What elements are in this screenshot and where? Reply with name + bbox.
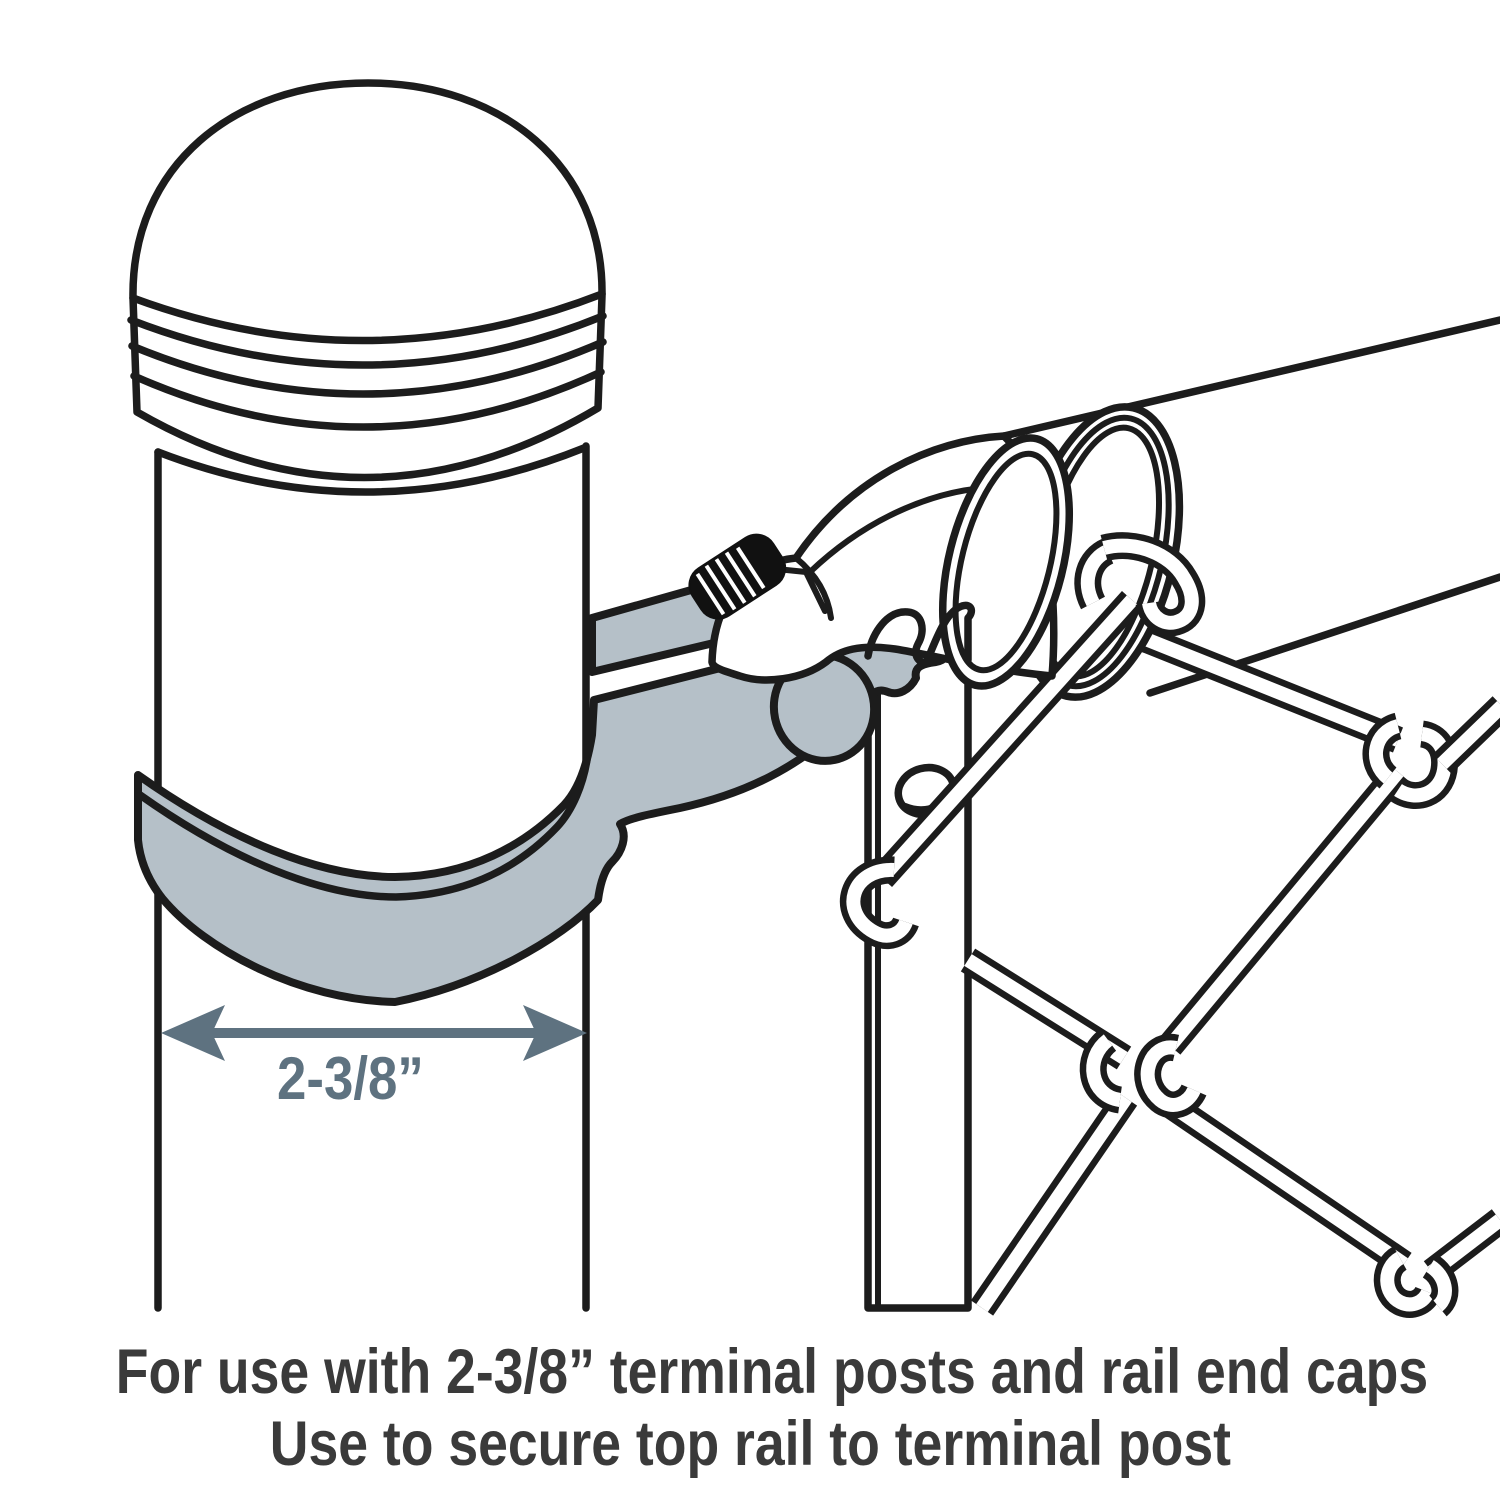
tension-bar-prongs — [864, 601, 976, 667]
caption: For use with 2-3/8” terminal posts and r… — [0, 1336, 1500, 1480]
chain-link-mesh — [839, 532, 1500, 1318]
arrow-head-right — [523, 1005, 587, 1061]
dimension-label-wrap: 2-3/8” — [150, 1044, 550, 1113]
dimension-arrow — [161, 1005, 587, 1061]
cap-ring-3 — [128, 338, 607, 398]
carriage-bolt — [688, 533, 787, 620]
cup-dome-crease — [793, 555, 834, 621]
band-rim-line — [136, 756, 591, 901]
caption-line-1-wrap: For use with 2-3/8” terminal posts and r… — [0, 1336, 1500, 1408]
rail-top-edge — [1000, 316, 1500, 440]
rail-end-wall — [952, 450, 1060, 674]
cap-ring-1 — [129, 290, 606, 345]
arrow-shaft — [210, 1028, 538, 1038]
cap-ring-4 — [130, 368, 605, 431]
cup-mouth — [938, 434, 1074, 690]
post-cap — [127, 79, 607, 482]
cup-mouth-outer — [938, 434, 1074, 690]
bolt-threads — [695, 546, 766, 616]
post-shoulder — [154, 444, 588, 496]
brace-band — [134, 566, 953, 1006]
arrow-head-left — [161, 1005, 225, 1061]
tension-bar-body — [864, 601, 976, 1312]
dimension-label: 2-3/8” — [276, 1045, 424, 1112]
rail-end-cup — [708, 432, 1074, 690]
caption-line-2-wrap: Use to secure top rail to terminal post — [0, 1408, 1500, 1480]
tension-bar — [864, 601, 976, 1312]
caption-line-2: Use to secure top rail to terminal post — [269, 1409, 1231, 1479]
rail-wire-tie — [1074, 532, 1206, 637]
cap-body — [129, 79, 606, 482]
cap-ring-2 — [127, 312, 607, 369]
caption-line-1: For use with 2-3/8” terminal posts and r… — [115, 1337, 1429, 1407]
